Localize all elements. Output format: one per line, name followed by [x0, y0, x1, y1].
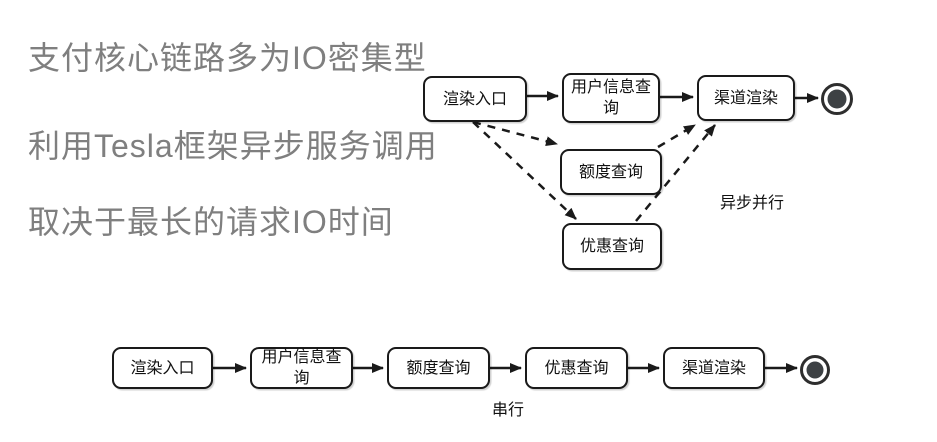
- note-line-3: 取决于最长的请求IO时间: [28, 204, 394, 240]
- serial-node-discount: 优惠查询: [525, 347, 628, 389]
- serial-node-entry: 渲染入口: [112, 347, 213, 389]
- serial-node-userinfo: 用户信息查询: [250, 347, 353, 389]
- async-node-entry: 渲染入口: [423, 76, 527, 122]
- dashed-arrow-quota-to-channel: [657, 123, 696, 149]
- async-node-discount: 优惠查询: [562, 223, 662, 270]
- serial-node-channel: 渠道渲染: [663, 347, 765, 389]
- note-line-2: 利用Tesla框架异步服务调用: [28, 128, 438, 164]
- async-node-quota: 额度查询: [560, 149, 662, 195]
- note-line-1: 支付核心链路多为IO密集型: [28, 40, 427, 76]
- serial-diagram-label: 串行: [492, 402, 525, 419]
- dashed-arrow-discount-to-channel: [635, 124, 716, 222]
- async-node-channel: 渠道渲染: [697, 75, 795, 121]
- serial-node-quota: 额度查询: [387, 347, 490, 389]
- end-event-icon: [821, 83, 853, 115]
- async-node-userinfo: 用户信息查询: [562, 73, 660, 123]
- async-diagram-label: 异步并行: [720, 195, 785, 212]
- end-event-icon: [800, 355, 830, 385]
